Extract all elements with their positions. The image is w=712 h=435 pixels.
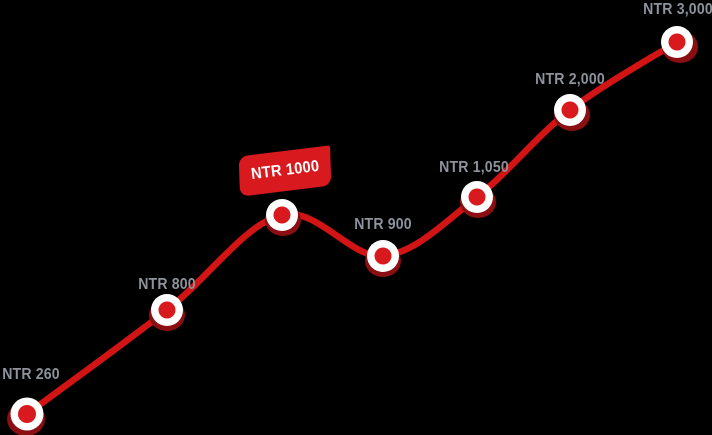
marker-dot <box>668 33 686 51</box>
point-label-ntr-2000: NTR 2,000 <box>535 71 605 88</box>
marker-dot <box>468 188 486 206</box>
highlight-badge-label: NTR 1000 <box>249 157 321 184</box>
marker-dot <box>374 247 392 265</box>
point-label-ntr-3000: NTR 3,000 <box>643 1 712 18</box>
point-label-ntr-260: NTR 260 <box>2 366 60 383</box>
marker-dot <box>273 206 291 224</box>
data-point-marker-ntr-1050 <box>461 181 493 213</box>
data-point-marker-ntr-2000 <box>554 94 586 126</box>
data-point-marker-ntr-900 <box>367 240 399 272</box>
marker-dot <box>18 405 36 423</box>
marker-dot <box>561 101 579 119</box>
data-point-marker-ntr-800 <box>151 294 183 326</box>
data-point-marker-ntr-260 <box>10 397 44 431</box>
data-point-marker-ntr-3000 <box>661 26 693 58</box>
marker-dot <box>158 301 176 319</box>
point-label-ntr-900: NTR 900 <box>354 216 412 233</box>
data-point-marker-ntr-1000 <box>266 199 298 231</box>
point-label-ntr-1050: NTR 1,050 <box>439 159 509 176</box>
point-label-ntr-800: NTR 800 <box>138 276 196 293</box>
